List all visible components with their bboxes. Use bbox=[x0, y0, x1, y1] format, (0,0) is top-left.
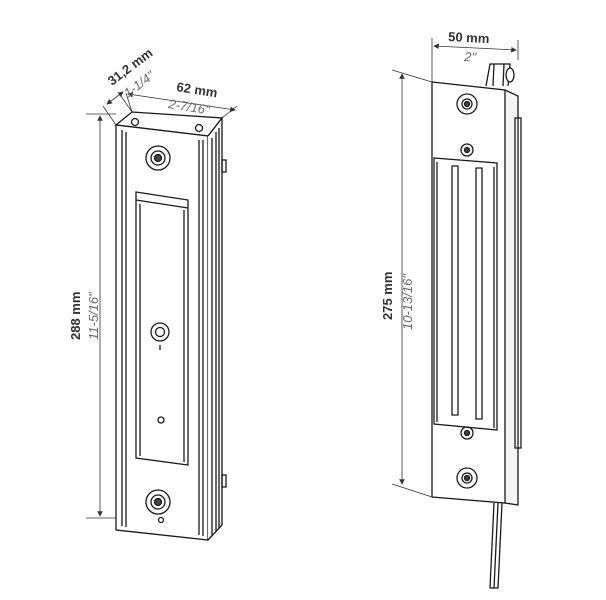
left-dimensions bbox=[86, 91, 238, 519]
left-height-in: 11-5/16" bbox=[86, 291, 101, 340]
right-height-in: 10-13/16" bbox=[400, 273, 415, 330]
left-height-mm: 288 mm bbox=[68, 292, 83, 340]
magnet-view bbox=[431, 63, 522, 589]
right-width-mm: 50 mm bbox=[448, 29, 490, 46]
armature-bracket-view bbox=[114, 111, 227, 541]
right-width-in: 2" bbox=[463, 49, 478, 65]
right-dimensions bbox=[391, 38, 519, 498]
left-width-mm: 62 mm bbox=[176, 79, 219, 100]
left-width-in: 2-7/16" bbox=[167, 96, 213, 118]
right-height-mm: 275 mm bbox=[380, 272, 395, 320]
